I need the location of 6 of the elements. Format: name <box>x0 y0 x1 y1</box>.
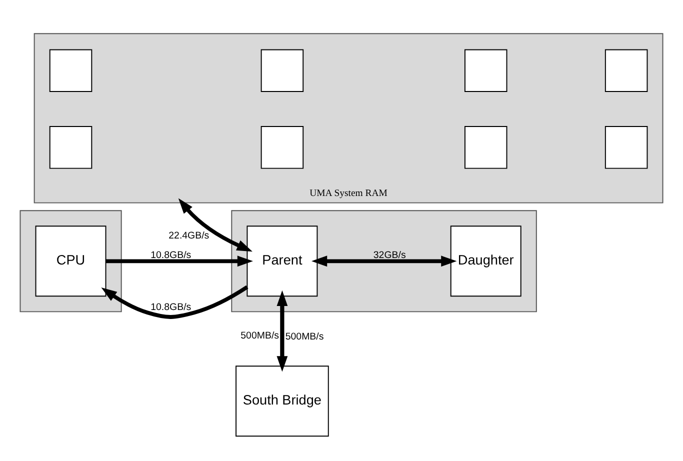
edge-label: 500MB/s <box>285 330 324 342</box>
edge-label: 10.8GB/s <box>150 301 192 312</box>
edge-label: 32GB/s <box>373 250 406 261</box>
edge-label: 22.4GB/s <box>168 230 210 242</box>
edge-label: 10.8GB/s <box>150 250 192 261</box>
edge-label: 500MB/s <box>240 330 280 341</box>
